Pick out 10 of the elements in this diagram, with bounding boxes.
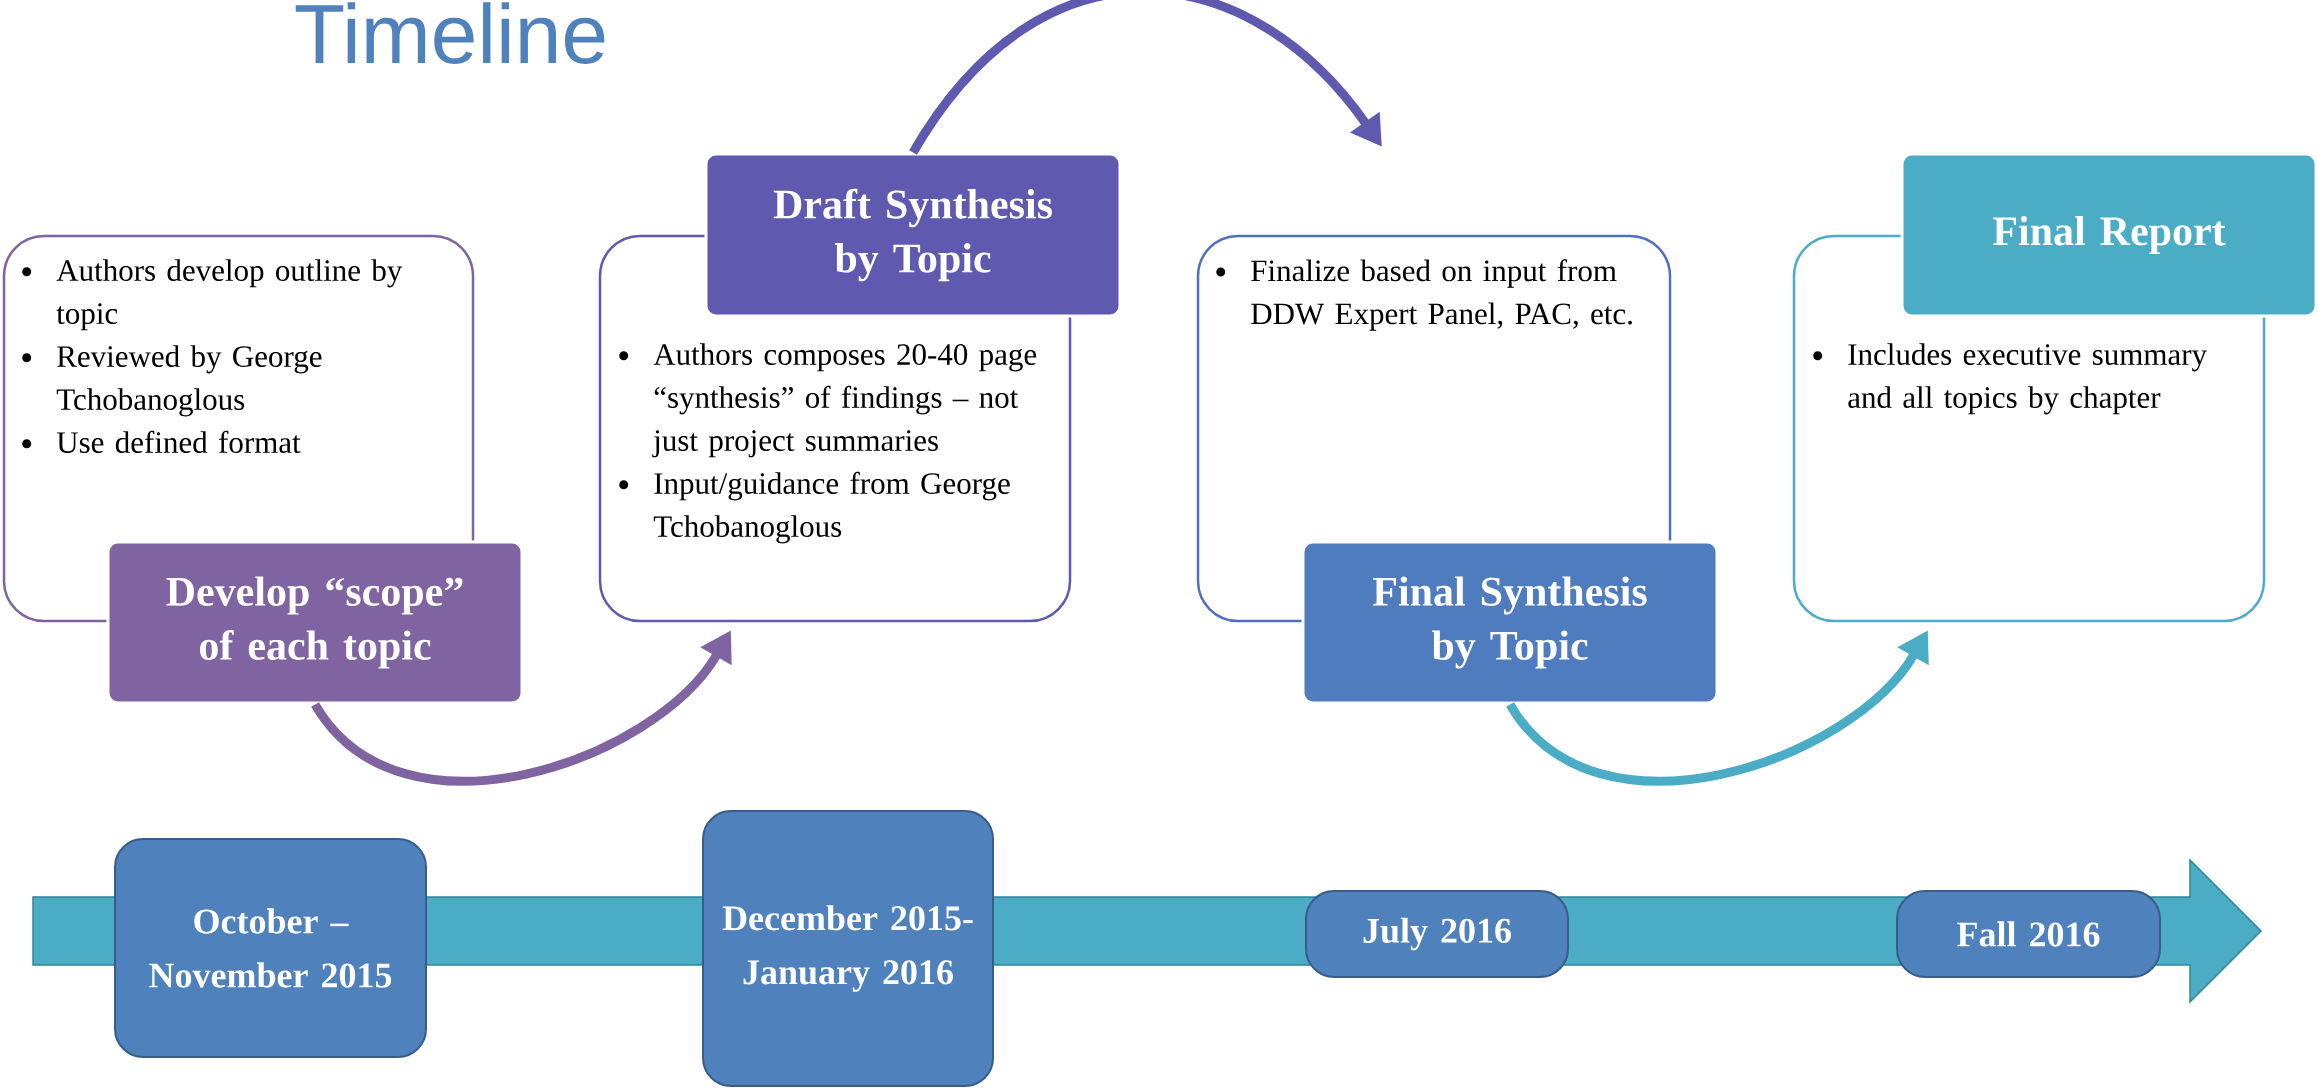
step-box: Final Report — [1900, 152, 2317, 318]
date-box: December 2015- January 2016 — [702, 810, 994, 1087]
date-box: Fall 2016 — [1896, 890, 2161, 978]
title: Timeline — [295, 2, 605, 64]
step-box: Final Synthesis by Topic — [1301, 540, 1719, 705]
date-box: July 2016 — [1305, 890, 1569, 978]
date-box: October – November 2015 — [114, 838, 427, 1058]
curved-arrow — [909, 0, 1382, 155]
step-box: Draft Synthesis by Topic — [704, 152, 1122, 318]
step-box: Develop “scope” of each topic — [106, 540, 524, 705]
